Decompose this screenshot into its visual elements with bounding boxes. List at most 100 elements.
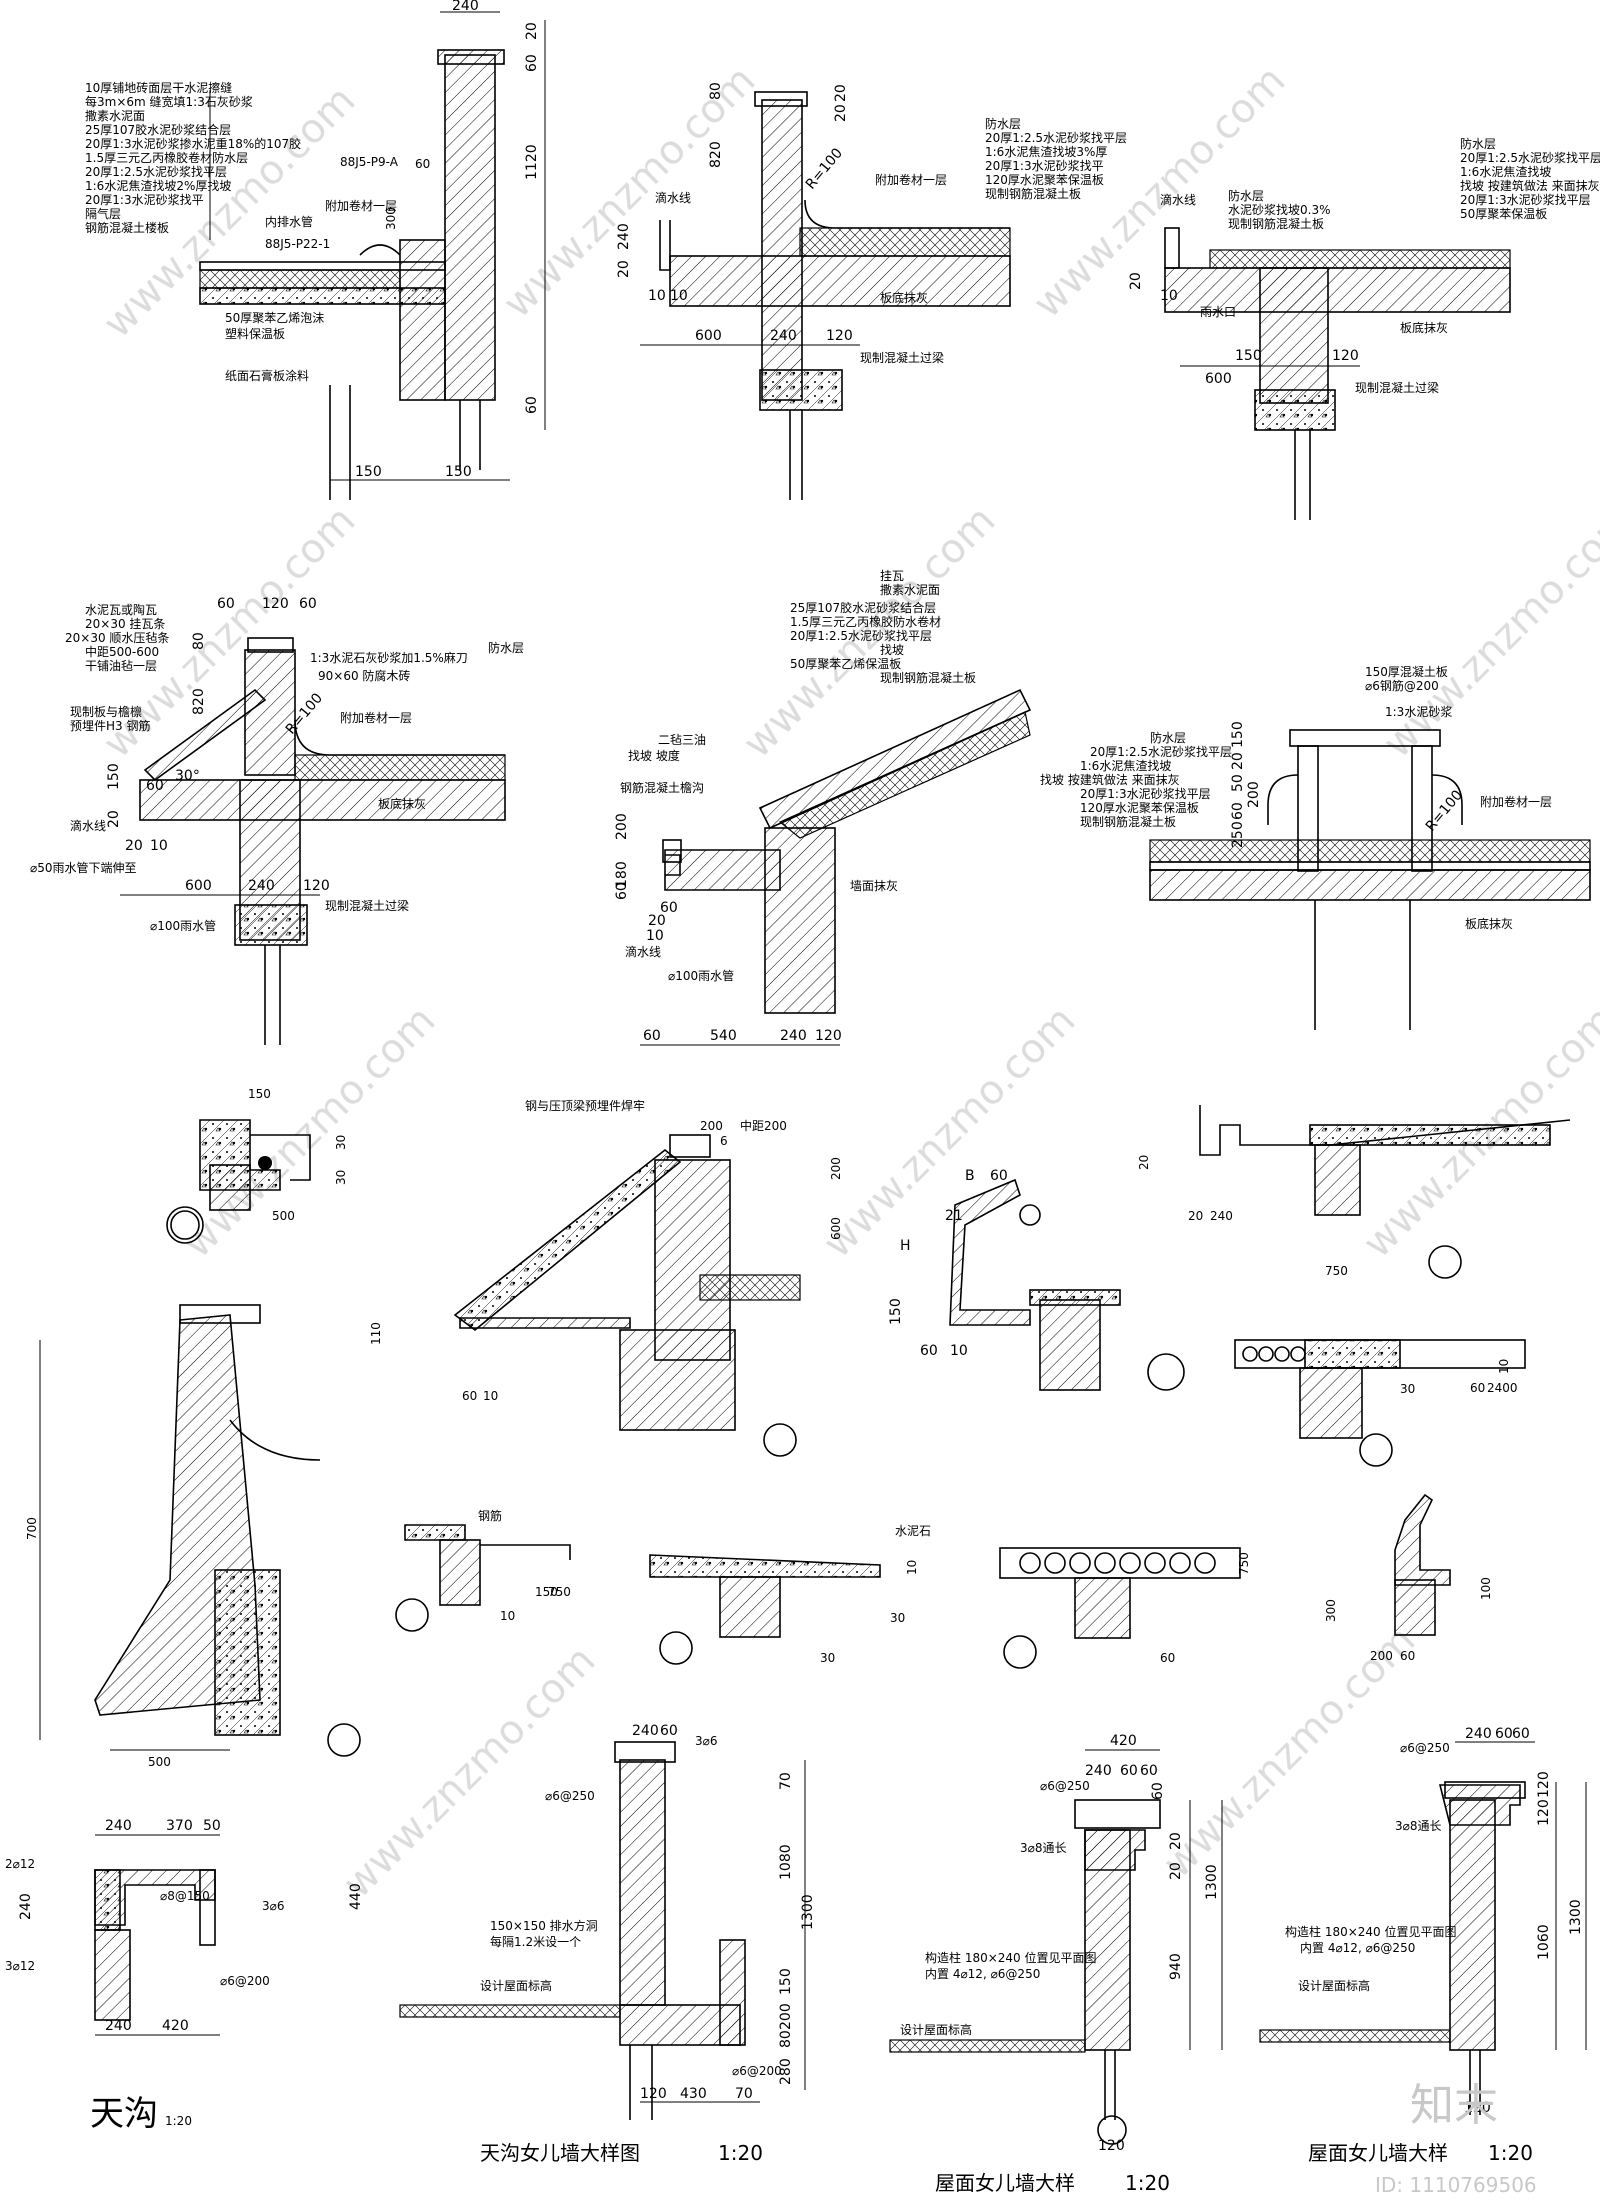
svg-text:板底抹灰: 板底抹灰 [1465, 916, 1513, 931]
svg-text:水泥瓦或陶瓦: 水泥瓦或陶瓦 [85, 602, 157, 617]
svg-text:现制钢筋混凝土板: 现制钢筋混凝土板 [1228, 216, 1324, 231]
svg-text:R=100: R=100 [803, 145, 846, 192]
svg-text:60: 60 [524, 396, 540, 414]
svg-text:10: 10 [646, 928, 664, 944]
svg-text:1300: 1300 [1204, 1864, 1220, 1900]
svg-text:10: 10 [670, 288, 688, 304]
svg-text:240: 240 [1210, 1209, 1233, 1223]
svg-text:180: 180 [614, 861, 630, 888]
svg-text:塑料保温板: 塑料保温板 [225, 326, 285, 341]
watermark-text: www.znzmo.com [815, 997, 1085, 1267]
svg-text:1:3水泥砂浆: 1:3水泥砂浆 [1385, 704, 1452, 719]
svg-text:600: 600 [695, 328, 722, 344]
svg-text:20厚1:2.5水泥砂浆找平层: 20厚1:2.5水泥砂浆找平层 [1090, 744, 1232, 759]
svg-text:820: 820 [708, 141, 724, 168]
detail-f: 150 20 50 200 60 250 R=100 防水层 20厚1:2.5水… [1040, 664, 1591, 1030]
svg-text:20: 20 [125, 838, 143, 854]
svg-text:隔气层: 隔气层 [85, 206, 121, 221]
svg-text:⌀50雨水管下端伸至: ⌀50雨水管下端伸至 [30, 860, 137, 875]
svg-text:20厚1:2.5水泥砂浆找平层: 20厚1:2.5水泥砂浆找平层 [790, 628, 932, 643]
svg-text:750: 750 [1237, 1552, 1251, 1575]
svg-text:干铺油毡一层: 干铺油毡一层 [85, 659, 157, 673]
svg-text:内置 4⌀12, ⌀6@250: 内置 4⌀12, ⌀6@250 [1300, 1941, 1415, 1955]
svg-text:附加卷材一层: 附加卷材一层 [875, 172, 947, 187]
svg-text:60: 60 [1512, 1726, 1530, 1742]
svg-text:⌀6@250: ⌀6@250 [545, 1789, 595, 1803]
svg-text:钢筋混凝土檐沟: 钢筋混凝土檐沟 [620, 780, 704, 795]
svg-text:防水层: 防水层 [1460, 136, 1496, 151]
svg-text:内置 4⌀12, ⌀6@250: 内置 4⌀12, ⌀6@250 [925, 1967, 1040, 1981]
svg-text:240: 240 [632, 1723, 659, 1739]
svg-text:50厚聚苯乙烯保温板: 50厚聚苯乙烯保温板 [790, 657, 901, 671]
svg-text:20: 20 [1188, 1209, 1203, 1223]
svg-text:60: 60 [1495, 1726, 1513, 1742]
svg-text:1.5厚三元乙丙橡胶卷材防水层: 1.5厚三元乙丙橡胶卷材防水层 [85, 150, 248, 165]
svg-text:10: 10 [950, 1343, 968, 1359]
svg-text:水泥砂浆找坡0.3%: 水泥砂浆找坡0.3% [1228, 202, 1331, 217]
svg-text:240: 240 [105, 1818, 132, 1834]
svg-text:3⌀12: 3⌀12 [5, 1959, 35, 1973]
svg-text:⌀6@250: ⌀6@250 [1400, 1741, 1450, 1755]
svg-text:现制钢筋混凝土板: 现制钢筋混凝土板 [1080, 814, 1176, 829]
svg-text:1:20: 1:20 [718, 2141, 763, 2165]
svg-text:60: 60 [462, 1389, 477, 1403]
svg-text:20: 20 [1168, 1862, 1184, 1880]
svg-text:60: 60 [1470, 1381, 1485, 1395]
detail-d: 60 120 60 80 820 150 20 60 20 10 600 240… [30, 596, 524, 1045]
svg-text:⌀6钢筋@200: ⌀6钢筋@200 [1365, 678, 1439, 693]
svg-text:现制混凝土过梁: 现制混凝土过梁 [1355, 380, 1439, 395]
svg-text:1.5厚三元乙丙橡胶防水卷材: 1.5厚三元乙丙橡胶防水卷材 [790, 614, 941, 629]
detail-c: 20 10 150 120 600 防水层 20厚1:2.5水泥砂浆找平层 1:… [1128, 136, 1600, 520]
svg-text:80: 80 [191, 632, 207, 650]
svg-text:1:20: 1:20 [1488, 2141, 1533, 2165]
svg-text:420: 420 [162, 2018, 189, 2034]
svg-text:现制板与檐檩: 现制板与檐檩 [70, 704, 142, 719]
svg-text:板底抹灰: 板底抹灰 [880, 290, 928, 305]
svg-text:430: 430 [680, 2086, 707, 2102]
svg-text:88J5-P22-1: 88J5-P22-1 [265, 237, 330, 251]
svg-text:R=100: R=100 [1423, 787, 1466, 834]
svg-text:120: 120 [303, 878, 330, 894]
svg-text:1080: 1080 [778, 1844, 794, 1880]
svg-text:现制混凝土过梁: 现制混凝土过梁 [325, 898, 409, 913]
svg-text:60: 60 [1230, 802, 1246, 820]
svg-text:设计屋面标高: 设计屋面标高 [1298, 1978, 1370, 1993]
svg-text:二毡三油: 二毡三油 [658, 733, 706, 747]
svg-text:构造柱 180×240 位置见平面图: 构造柱 180×240 位置见平面图 [1285, 1924, 1457, 1939]
svg-text:110: 110 [369, 1322, 383, 1345]
svg-text:90×60 防腐木砖: 90×60 防腐木砖 [318, 668, 410, 683]
svg-text:120: 120 [1536, 1771, 1552, 1798]
svg-text:每3m×6m 缝宽填1:3石灰砂浆: 每3m×6m 缝宽填1:3石灰砂浆 [85, 94, 253, 109]
svg-text:10: 10 [500, 1609, 515, 1623]
svg-text:20: 20 [1137, 1155, 1151, 1170]
svg-text:20×30 挂瓦条: 20×30 挂瓦条 [85, 617, 165, 631]
svg-text:120: 120 [1536, 1799, 1552, 1826]
svg-text:找坡: 找坡 [880, 643, 904, 657]
svg-text:100: 100 [1479, 1577, 1493, 1600]
svg-text:60: 60 [643, 1028, 661, 1044]
svg-text:240: 240 [616, 223, 632, 250]
svg-text:60: 60 [1400, 1649, 1415, 1663]
svg-text:420: 420 [1110, 1733, 1137, 1749]
svg-text:70: 70 [735, 2086, 753, 2102]
svg-text:20: 20 [106, 810, 122, 828]
svg-text:10: 10 [905, 1560, 919, 1575]
svg-text:现制钢筋混凝土板: 现制钢筋混凝土板 [985, 186, 1081, 201]
svg-text:300: 300 [384, 207, 398, 230]
svg-text:6: 6 [720, 1134, 728, 1148]
svg-text:540: 540 [710, 1028, 737, 1044]
svg-text:雨水口: 雨水口 [1200, 305, 1236, 319]
svg-text:附加卷材一层: 附加卷材一层 [340, 710, 412, 725]
svg-text:防水层: 防水层 [1150, 730, 1186, 745]
svg-text:1:6水泥焦渣找坡: 1:6水泥焦渣找坡 [1460, 165, 1551, 179]
svg-text:250: 250 [1230, 821, 1246, 848]
svg-text:每隔1.2米设一个: 每隔1.2米设一个 [490, 1934, 581, 1949]
svg-text:750: 750 [548, 1585, 571, 1599]
image-id: ID: 1110769506 [1375, 2173, 1537, 2197]
svg-text:纸面石膏板涂料: 纸面石膏板涂料 [225, 368, 309, 383]
svg-text:10: 10 [1160, 288, 1178, 304]
svg-text:30: 30 [1400, 1382, 1415, 1396]
svg-text:20厚1:2.5水泥砂浆找平层: 20厚1:2.5水泥砂浆找平层 [1460, 150, 1600, 165]
svg-text:滴水线: 滴水线 [625, 944, 661, 959]
